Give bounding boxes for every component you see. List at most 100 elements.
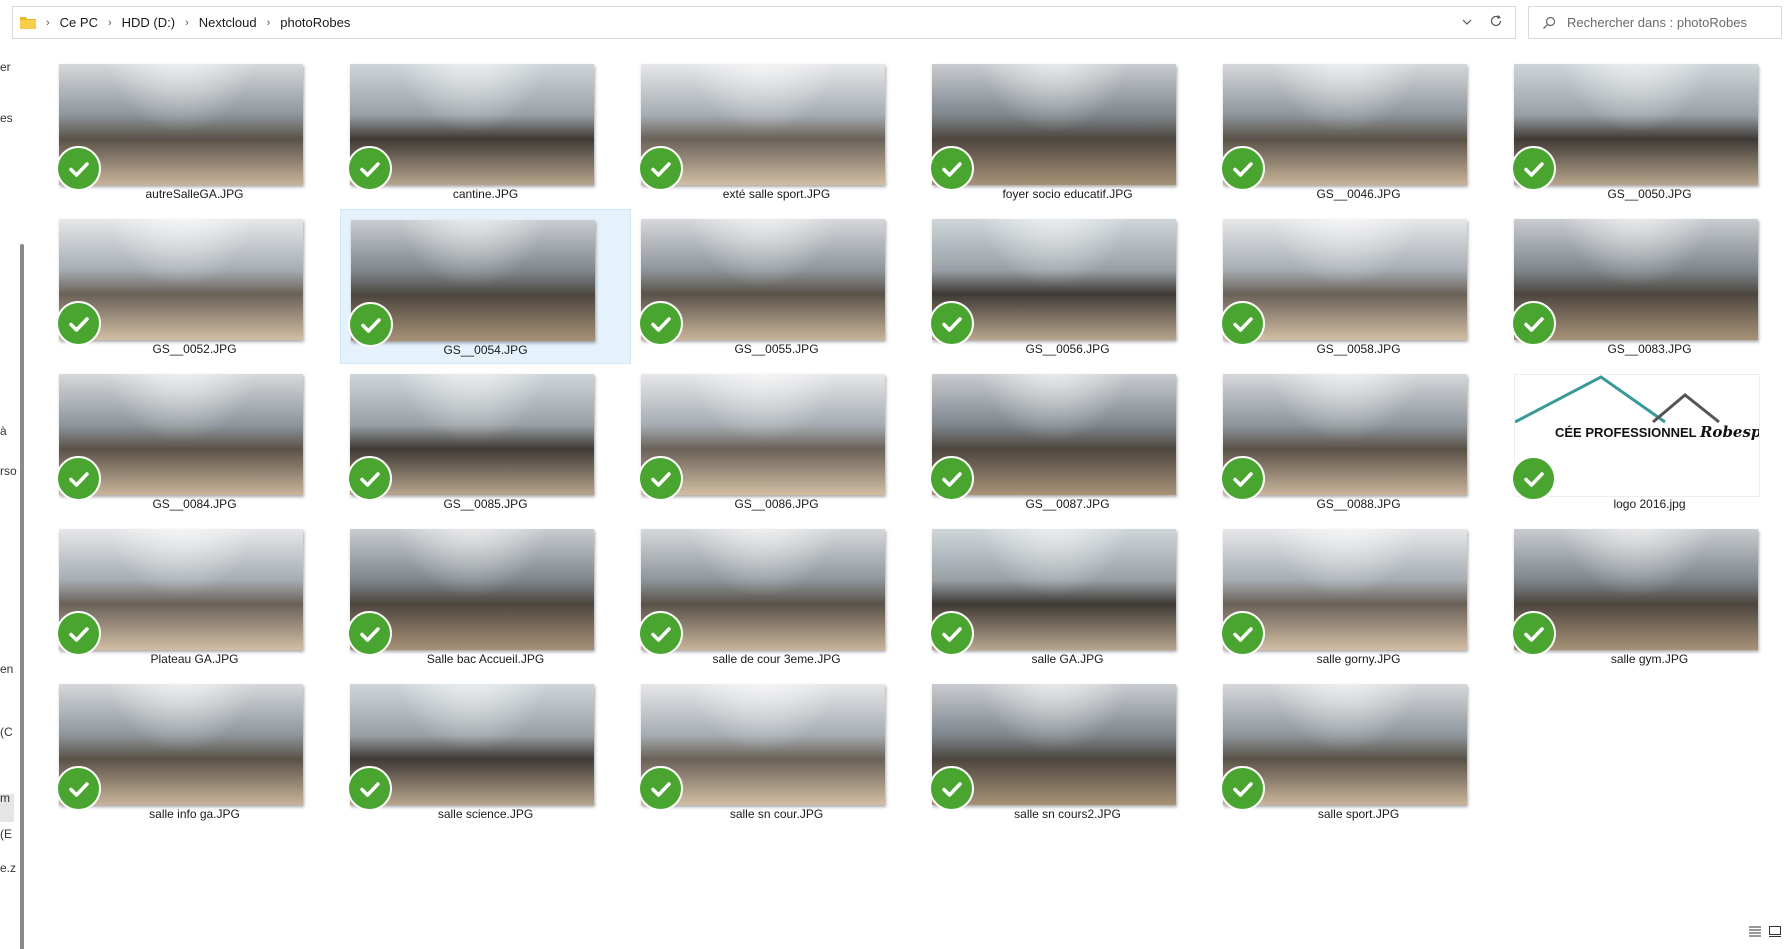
file-name: GS__0058.JPG (1316, 342, 1401, 356)
file-tile[interactable]: salle sn cour.JPG (631, 674, 922, 829)
sync-status-check-icon (638, 301, 683, 346)
nav-item[interactable]: rso (0, 464, 17, 478)
sync-status-check-icon (1511, 146, 1556, 191)
file-tile[interactable]: Plateau GA.JPG (49, 519, 340, 674)
details-view-icon[interactable] (1748, 924, 1762, 943)
file-name: cantine.JPG (452, 187, 519, 201)
sync-status-check-icon (1511, 456, 1556, 501)
chevron-right-icon[interactable]: › (185, 16, 189, 29)
file-tile[interactable]: GS__0088.JPG (1213, 364, 1504, 519)
logo-text: CÉE PROFESSIONNEL (1555, 425, 1697, 440)
file-tile[interactable]: cantine.JPG (340, 54, 631, 209)
view-switcher (1748, 924, 1782, 943)
file-tile[interactable]: salle GA.JPG (922, 519, 1213, 674)
file-tile[interactable]: GS__0083.JPG (1504, 209, 1790, 364)
sync-status-check-icon (1220, 611, 1265, 656)
breadcrumb-item[interactable]: photoRobes (280, 15, 351, 30)
sync-status-check-icon (929, 766, 974, 811)
file-tile[interactable]: GS__0086.JPG (631, 364, 922, 519)
search-box[interactable] (1528, 6, 1782, 39)
nav-item[interactable]: à (0, 424, 7, 438)
sync-status-check-icon (1511, 301, 1556, 346)
file-name: GS__0086.JPG (734, 497, 819, 511)
file-tile[interactable]: salle science.JPG (340, 674, 631, 829)
sync-status-check-icon (929, 456, 974, 501)
sync-status-check-icon (1220, 146, 1265, 191)
sync-status-check-icon (347, 146, 392, 191)
file-tile[interactable]: GS__0054.JPG (340, 209, 631, 364)
file-tile[interactable]: CÉE PROFESSIONNEL Robespierre logo 2016.j… (1504, 364, 1790, 519)
breadcrumb-item[interactable]: HDD (D:) (121, 15, 176, 30)
file-name: salle science.JPG (437, 807, 534, 821)
file-tile[interactable]: foyer socio educatif.JPG (922, 54, 1213, 209)
scrollbar[interactable] (20, 244, 24, 949)
file-tile[interactable]: GS__0058.JPG (1213, 209, 1504, 364)
nav-item[interactable]: m (0, 791, 10, 805)
file-name: foyer socio educatif.JPG (1002, 187, 1133, 201)
navigation-pane[interactable]: er es à rso en (C m (E e.z (0, 42, 28, 949)
sync-status-check-icon (1220, 301, 1265, 346)
file-name: salle sn cour.JPG (729, 807, 824, 821)
file-tile[interactable]: GS__0046.JPG (1213, 54, 1504, 209)
file-name: GS__0083.JPG (1607, 342, 1692, 356)
nav-item[interactable]: e.z (0, 861, 17, 875)
breadcrumb-item[interactable]: Nextcloud (198, 15, 257, 30)
file-tile[interactable]: salle sn cours2.JPG (922, 674, 1213, 829)
file-name: salle gym.JPG (1610, 652, 1689, 666)
chevron-right-icon[interactable]: › (46, 16, 50, 29)
sync-status-check-icon (56, 301, 101, 346)
search-input[interactable] (1567, 7, 1773, 38)
sync-status-check-icon (1511, 611, 1556, 656)
file-name: Plateau GA.JPG (150, 652, 239, 666)
file-name: logo 2016.jpg (1613, 497, 1686, 511)
logo-script-text: Robespierre (1699, 423, 1759, 441)
file-tile[interactable]: salle de cour 3eme.JPG (631, 519, 922, 674)
file-name: salle sport.JPG (1317, 807, 1400, 821)
file-name: salle sn cours2.JPG (1014, 807, 1121, 821)
search-icon (1542, 16, 1556, 35)
refresh-icon[interactable] (1489, 14, 1503, 33)
file-grid: autreSalleGA.JPG cantine.JPG exté salle sp… (49, 54, 1790, 829)
file-tile[interactable]: GS__0052.JPG (49, 209, 340, 364)
chevron-down-icon[interactable] (1461, 15, 1473, 33)
address-bar[interactable]: › Ce PC › HDD (D:) › Nextcloud › photoRo… (12, 6, 1516, 39)
file-tile[interactable]: GS__0087.JPG (922, 364, 1213, 519)
nav-item[interactable]: en (0, 662, 14, 676)
sync-status-check-icon (56, 611, 101, 656)
file-tile[interactable]: salle gym.JPG (1504, 519, 1790, 674)
file-tile[interactable]: GS__0050.JPG (1504, 54, 1790, 209)
sync-status-check-icon (347, 456, 392, 501)
sync-status-check-icon (929, 146, 974, 191)
breadcrumb: › Ce PC › HDD (D:) › Nextcloud › photoRo… (43, 7, 357, 38)
file-tile[interactable]: salle info ga.JPG (49, 674, 340, 829)
file-name: GS__0088.JPG (1316, 497, 1401, 511)
file-tile[interactable]: Salle bac Accueil.JPG (340, 519, 631, 674)
file-tile[interactable]: GS__0055.JPG (631, 209, 922, 364)
file-tile[interactable]: salle sport.JPG (1213, 674, 1504, 829)
sync-status-check-icon (56, 766, 101, 811)
file-name: GS__0084.JPG (152, 497, 237, 511)
file-tile[interactable]: GS__0056.JPG (922, 209, 1213, 364)
chevron-right-icon[interactable]: › (107, 16, 112, 29)
sync-status-check-icon (638, 456, 683, 501)
nav-item[interactable]: (C (0, 725, 13, 739)
sync-status-check-icon (638, 766, 683, 811)
file-tile[interactable]: GS__0085.JPG (340, 364, 631, 519)
file-name: autreSalleGA.JPG (145, 187, 244, 201)
sync-status-check-icon (347, 766, 392, 811)
file-name: salle gorny.JPG (1316, 652, 1401, 666)
sync-status-check-icon (638, 146, 683, 191)
folder-icon (20, 15, 36, 34)
nav-item[interactable]: er (0, 60, 11, 74)
nav-item[interactable]: (E (0, 827, 12, 841)
file-tile[interactable]: exté salle sport.JPG (631, 54, 922, 209)
file-tile[interactable]: salle gorny.JPG (1213, 519, 1504, 674)
sync-status-check-icon (347, 611, 392, 656)
file-tile[interactable]: autreSalleGA.JPG (49, 54, 340, 209)
file-tile[interactable]: GS__0084.JPG (49, 364, 340, 519)
chevron-right-icon[interactable]: › (266, 16, 271, 29)
breadcrumb-item[interactable]: Ce PC (59, 15, 98, 30)
large-icons-view-icon[interactable] (1768, 924, 1782, 943)
file-name: GS__0054.JPG (443, 343, 528, 357)
nav-item[interactable]: es (0, 111, 13, 125)
